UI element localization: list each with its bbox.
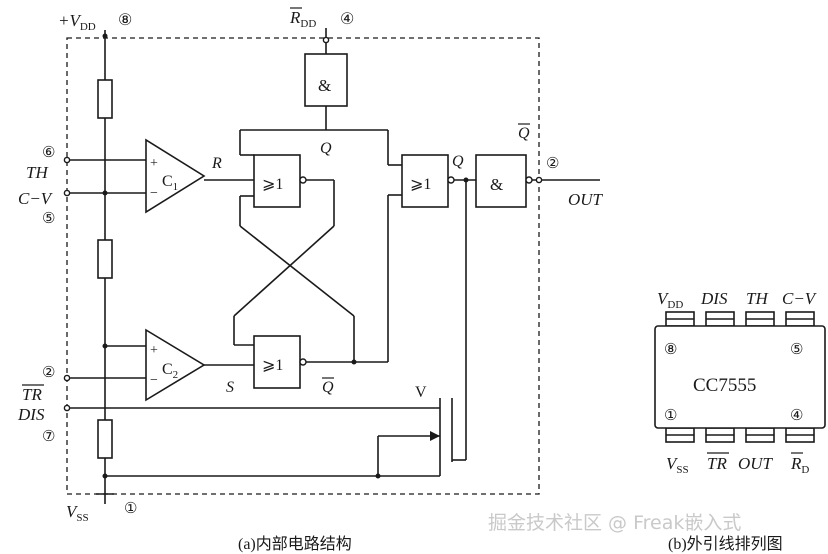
pin-6-label: ⑥	[42, 145, 55, 161]
c1-plus: +	[150, 156, 158, 171]
c2-label: C2	[162, 361, 178, 381]
and-symbol-output: &	[490, 175, 503, 194]
pin-2-right-label: ②	[546, 156, 559, 172]
and-symbol-top: &	[318, 76, 331, 95]
tr-label: TR	[22, 385, 42, 404]
and-gate-output	[475, 154, 527, 208]
or-gate-lower	[253, 335, 301, 389]
chip-name: CC7555	[693, 375, 756, 396]
watermark: 掘金技术社区 @ Freak嵌入式	[488, 512, 741, 534]
pin-8-label: ⑧	[118, 12, 132, 29]
q-label-bottom: Q	[322, 379, 334, 396]
cv-label: C−V	[18, 189, 54, 208]
vdd-label: +VDD	[58, 11, 96, 33]
s-label: S	[226, 379, 234, 396]
or-symbol-output: ⩾1	[410, 176, 431, 193]
pkg-pin-8: ⑧	[664, 342, 677, 358]
rdd-label: RDD	[289, 8, 316, 30]
caption-package: (b)外引线排列图	[668, 535, 783, 553]
comparator-c2	[145, 328, 206, 402]
c2-plus: +	[150, 343, 158, 358]
r-label: R	[211, 155, 222, 172]
resistor-middle	[97, 239, 113, 279]
c1-label: C1	[162, 173, 178, 193]
vss-label: VSS	[66, 502, 89, 524]
pin-4-label: ④	[340, 11, 354, 28]
or-symbol-lower: ⩾1	[262, 357, 283, 374]
pkg-pin-cv: C−V	[782, 289, 818, 308]
dis-label: DIS	[17, 405, 45, 424]
pkg-pin-1: ①	[664, 408, 677, 424]
and-gate-reset	[304, 53, 348, 107]
pkg-pin-5: ⑤	[790, 342, 803, 358]
caption-internal: (a)内部电路结构	[238, 535, 352, 553]
out-label: OUT	[568, 190, 604, 209]
package-body	[654, 325, 826, 429]
resistor-top	[97, 79, 113, 119]
pkg-pin-tr: TR	[707, 454, 727, 473]
q-label-top: Q	[320, 140, 332, 157]
th-label: TH	[26, 163, 49, 182]
pin-1-label: ①	[124, 501, 137, 517]
chip-boundary	[66, 37, 540, 495]
q-label-output: Q	[518, 125, 530, 142]
pin-2-left-label: ②	[42, 365, 55, 381]
c1-minus: −	[150, 186, 158, 201]
pin-5-label: ⑤	[42, 211, 55, 227]
pin-7-label: ⑦	[42, 429, 55, 445]
pkg-pin-out: OUT	[738, 454, 774, 473]
v-label: V	[415, 384, 427, 401]
pkg-pin-vdd: VDD	[657, 289, 683, 311]
comparator-c1	[145, 138, 206, 214]
pkg-pin-rd: RD	[790, 454, 809, 476]
or-gate-upper	[253, 154, 301, 208]
c2-minus: −	[150, 373, 158, 388]
q-label-mid: Q	[452, 153, 464, 170]
pkg-pin-vss: VSS	[666, 454, 689, 476]
package-diagram	[654, 311, 826, 443]
pkg-pin-th: TH	[746, 289, 769, 308]
resistor-bottom	[97, 419, 113, 459]
pkg-pin-dis: DIS	[700, 289, 728, 308]
pkg-pin-4: ④	[790, 408, 803, 424]
or-symbol-upper: ⩾1	[262, 176, 283, 193]
